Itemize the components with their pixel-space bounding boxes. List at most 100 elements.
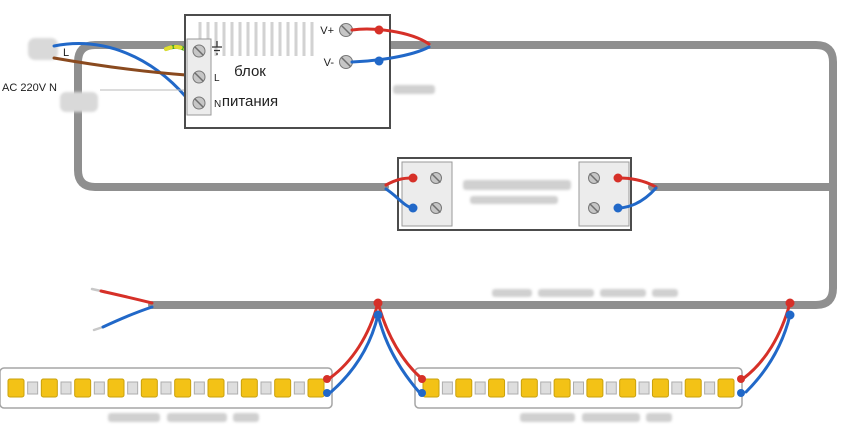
junctionB-red-dot bbox=[785, 298, 795, 308]
led-chip bbox=[619, 378, 637, 398]
led-chip bbox=[520, 378, 538, 398]
watermark-blur bbox=[600, 289, 646, 297]
wire-blue-junctionA-strip1 bbox=[329, 313, 380, 394]
led-strip-1 bbox=[0, 367, 333, 409]
watermark bbox=[492, 289, 678, 297]
resistor bbox=[160, 381, 172, 395]
strip1-caption-blur bbox=[233, 413, 259, 422]
amplifier-out-blue-dot bbox=[613, 203, 623, 213]
amplifier-right-terminal-block bbox=[578, 161, 630, 227]
led-chip bbox=[240, 378, 258, 398]
psu-line-terminal-label: L bbox=[214, 73, 220, 84]
blurred-text bbox=[393, 85, 435, 94]
strip1-caption-blur bbox=[108, 413, 160, 422]
strip1-right-blue-pad bbox=[323, 389, 331, 397]
resistor bbox=[671, 381, 683, 395]
screw-slot bbox=[194, 98, 204, 108]
ac-line-label: L bbox=[63, 47, 69, 59]
ground-symbol-icon bbox=[212, 41, 222, 55]
led-chip bbox=[107, 378, 125, 398]
led-strips bbox=[0, 367, 743, 409]
junctionB-blue-dot bbox=[785, 310, 795, 320]
resistor bbox=[507, 381, 519, 395]
bare-wire-tip bbox=[92, 325, 105, 332]
psu-vminus-label: V- bbox=[324, 57, 335, 69]
screw-slot bbox=[431, 173, 441, 183]
led-chip bbox=[553, 378, 571, 398]
resistor bbox=[441, 381, 453, 395]
ac-neutral-wire bbox=[52, 42, 188, 99]
amplifier-in-red-dot bbox=[408, 173, 418, 183]
led-chip bbox=[586, 378, 604, 398]
power-supply-unit: L N блок питания V+ V- bbox=[184, 14, 435, 129]
watermark-blur bbox=[492, 289, 532, 297]
screw-slot bbox=[431, 203, 441, 213]
led-chip bbox=[651, 378, 669, 398]
strip2-left-red-pad bbox=[418, 375, 426, 383]
watermark-blur bbox=[538, 289, 594, 297]
bare-wire-tip bbox=[90, 287, 103, 293]
wire-blue-cable-end bbox=[101, 305, 154, 329]
led-chip bbox=[274, 378, 292, 398]
led-chip bbox=[455, 378, 473, 398]
watermark-blur bbox=[652, 289, 678, 297]
junctionA-blue-dot bbox=[373, 310, 383, 320]
amplifier-in-blue-dot bbox=[408, 203, 418, 213]
amplifier-label-blur bbox=[463, 180, 571, 190]
ac-input: AC 220V N L bbox=[2, 38, 189, 112]
amplifier-out-red-dot bbox=[613, 173, 623, 183]
psu-neutral-terminal-label: N bbox=[214, 99, 221, 110]
psu-vplus-dot bbox=[374, 25, 384, 35]
resistor bbox=[127, 381, 139, 395]
strip2-left-blue-pad bbox=[418, 389, 426, 397]
led-chip bbox=[307, 378, 325, 398]
wire-blue-junctionB-strip2 bbox=[744, 313, 792, 394]
ac-voltage-label: AC 220V bbox=[2, 82, 47, 94]
strip2-caption-blur bbox=[520, 413, 575, 422]
led-chip bbox=[40, 378, 58, 398]
resistor bbox=[93, 381, 105, 395]
resistor bbox=[474, 381, 486, 395]
amplifier-left-terminal-block bbox=[401, 161, 453, 227]
resistor bbox=[573, 381, 584, 395]
led-chip bbox=[140, 378, 158, 398]
mains-cable-end bbox=[60, 92, 98, 112]
amplifier bbox=[384, 157, 658, 231]
strip2-caption-blur bbox=[646, 413, 672, 422]
screw-slot bbox=[194, 72, 204, 82]
strip2-caption-blur bbox=[582, 413, 640, 422]
strip2-right-red-pad bbox=[737, 375, 745, 383]
resistor bbox=[638, 381, 650, 395]
led-chip bbox=[488, 378, 506, 398]
resistor bbox=[540, 381, 552, 395]
resistor bbox=[193, 381, 205, 395]
resistor bbox=[293, 381, 305, 395]
led-chip bbox=[422, 378, 440, 398]
resistor bbox=[605, 381, 617, 395]
strip-captions bbox=[108, 413, 672, 422]
screw-slot bbox=[589, 173, 599, 183]
strip1-right-red-pad bbox=[323, 375, 331, 383]
led-chip bbox=[174, 378, 192, 398]
screw-slot bbox=[589, 203, 599, 213]
led-chip bbox=[717, 378, 735, 398]
strip1-caption-blur bbox=[167, 413, 227, 422]
wire-blue-amplifier-out bbox=[617, 186, 658, 210]
amplifier-label-blur bbox=[470, 196, 558, 204]
wire-red-amplifier-out bbox=[617, 176, 658, 189]
led-chip bbox=[207, 378, 225, 398]
resistor bbox=[227, 381, 239, 395]
strip2-right-blue-pad bbox=[737, 389, 745, 397]
resistor bbox=[27, 381, 39, 395]
ac-line-wire bbox=[52, 56, 188, 77]
resistor bbox=[60, 381, 72, 395]
ac-neutral-label: N bbox=[49, 82, 57, 94]
wire-blue-junctionA-strip2 bbox=[376, 313, 421, 394]
psu-vminus-output-wire bbox=[350, 45, 431, 64]
led-chip bbox=[7, 378, 25, 398]
led-chip bbox=[684, 378, 702, 398]
dc-cable-main bbox=[74, 41, 837, 309]
led-chip bbox=[74, 378, 92, 398]
